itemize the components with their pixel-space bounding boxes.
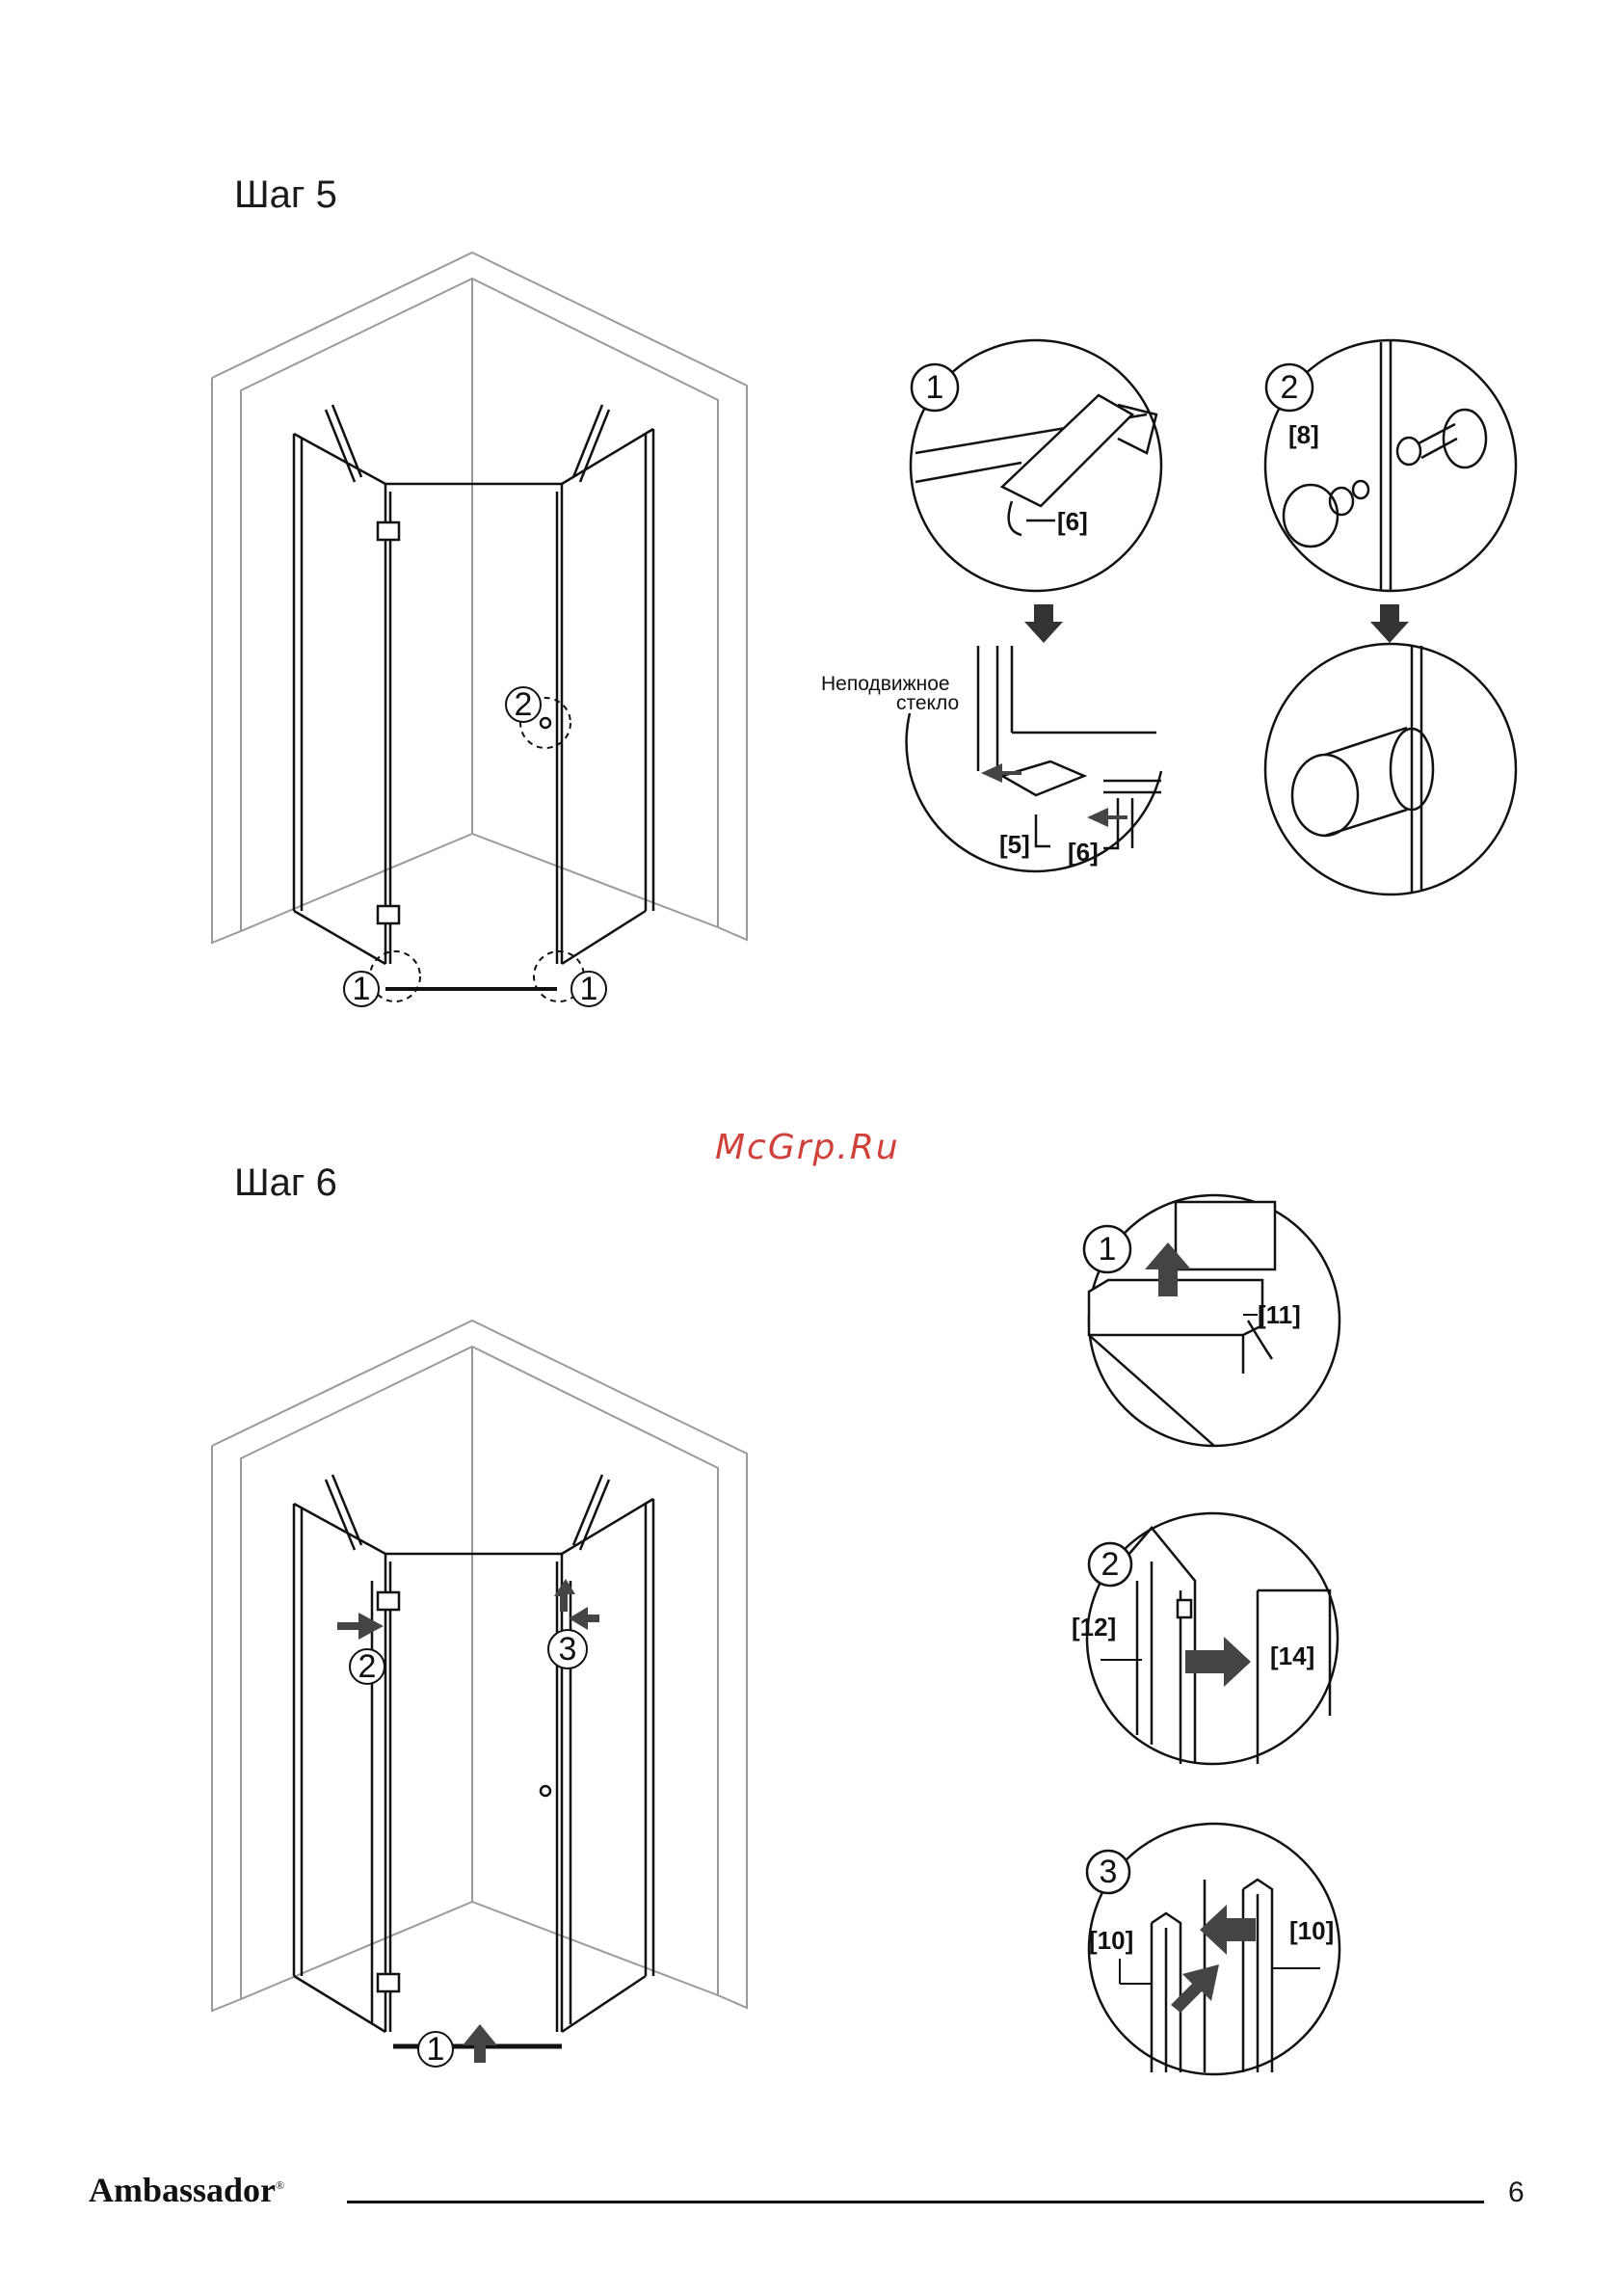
- s6-badge-2: 2: [358, 1648, 377, 1685]
- badge-2-handle: 2: [515, 686, 533, 723]
- step5-detail-2-bottom: [1265, 644, 1516, 894]
- page-number: 6: [1508, 2176, 1525, 2209]
- label-8: [8]: [1288, 420, 1319, 449]
- fixed-glass-caption-2: стекло: [896, 692, 959, 714]
- brand-reg: ®: [276, 2178, 284, 2192]
- down-arrow-2: [1370, 604, 1409, 643]
- label-10-right: [10]: [1289, 1916, 1334, 1945]
- label-12: [12]: [1072, 1613, 1116, 1642]
- step6-enclosure-drawing: [212, 1321, 747, 2011]
- detail1-badge: 1: [926, 369, 944, 406]
- s6-detail2-badge: 2: [1101, 1546, 1120, 1583]
- down-arrow-1: [1024, 604, 1063, 643]
- label-14: [14]: [1270, 1642, 1314, 1670]
- footer-divider: [347, 2201, 1484, 2203]
- brand-name: Ambassador: [89, 2171, 276, 2209]
- step5-glass-frame: [294, 405, 653, 964]
- label-5: [5]: [999, 830, 1030, 859]
- label-10-left: [10]: [1089, 1926, 1133, 1955]
- s6-detail1-badge: 1: [1099, 1231, 1117, 1268]
- badge-1-left: 1: [353, 971, 371, 1007]
- step5-dashed-callouts: [370, 698, 584, 1001]
- s6-badge-1: 1: [427, 2031, 445, 2068]
- badge-1-right: 1: [580, 971, 598, 1007]
- s6-badge-3: 3: [559, 1631, 577, 1668]
- brand-logo: Ambassador®: [89, 2170, 284, 2210]
- step6-detail-1: [1089, 1195, 1339, 1446]
- step5-enclosure-drawing: [212, 253, 747, 943]
- s6-detail3-badge: 3: [1100, 1854, 1118, 1890]
- label-6-bottom: [6]: [1068, 838, 1099, 867]
- step6-glass-frame: [294, 1475, 653, 2032]
- label-6-top: [6]: [1057, 507, 1088, 536]
- detail2-badge: 2: [1281, 369, 1299, 406]
- label-11: [11]: [1258, 1300, 1301, 1329]
